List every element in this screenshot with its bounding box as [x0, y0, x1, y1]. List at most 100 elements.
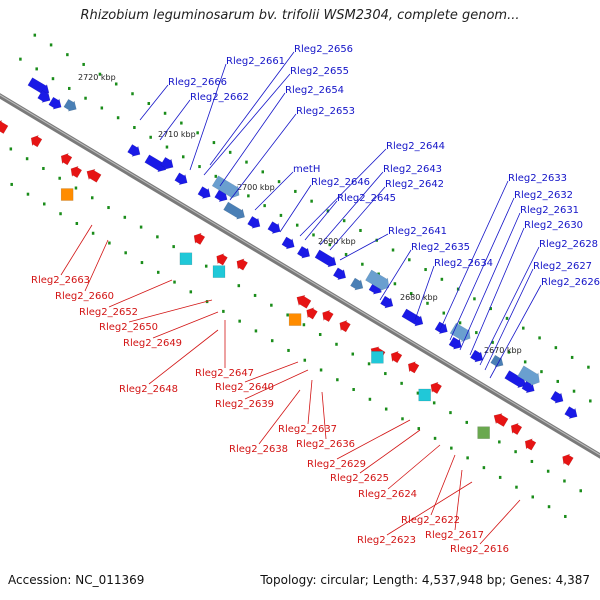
gc-marker — [51, 77, 55, 81]
leader-line — [479, 499, 521, 545]
forward-gene-arrow — [247, 215, 261, 229]
map-title: Rhizobium leguminosarum bv. trifolii WSM… — [80, 8, 520, 23]
gc-marker — [287, 348, 290, 352]
forward-gene-label: Rleg2_2642 — [385, 179, 444, 190]
reverse-gene-label: Rleg2_2649 — [123, 338, 182, 349]
forward-gene-label: Rleg2_2666 — [168, 77, 227, 88]
gc-marker — [393, 282, 397, 286]
gene-labels: Rleg2_2656Rleg2_2661Rleg2_2655Rleg2_2666… — [31, 44, 600, 555]
leader-line — [379, 249, 412, 301]
gc-marker — [253, 293, 257, 297]
reverse-gene-label: Rleg2_2625 — [330, 473, 389, 484]
forward-gene-arrow — [517, 365, 540, 387]
scale-tick-label: 2680 kbp — [400, 293, 438, 302]
forward-gene-arrow — [37, 90, 51, 103]
gc-marker — [222, 309, 225, 313]
leader-line — [307, 379, 313, 425]
gc-marker — [277, 180, 281, 184]
gc-marker — [140, 261, 144, 265]
gc-marker — [564, 514, 567, 518]
leader-line — [414, 265, 435, 321]
gc-marker — [401, 417, 404, 421]
leader-line — [387, 444, 441, 490]
gc-marker — [498, 475, 502, 479]
forward-gene-label: Rleg2_2656 — [294, 44, 353, 55]
forward-gene-label: Rleg2_2633 — [508, 173, 567, 184]
forward-gene-arrow — [296, 245, 311, 259]
forward-gene-arrow — [211, 175, 240, 199]
gc-marker — [556, 379, 559, 383]
accession-text: Accession: NC_011369 — [8, 573, 145, 587]
leader-line — [244, 369, 309, 400]
gc-marker — [540, 370, 543, 374]
reverse-gene-label: Rleg2_2623 — [357, 535, 416, 546]
forward-gene-label: Rleg2_2632 — [514, 190, 573, 201]
forward-gene-label: Rleg2_2634 — [434, 258, 493, 269]
gene-block — [288, 313, 302, 326]
leader-line — [139, 84, 169, 121]
gc-marker — [442, 311, 446, 315]
reverse-gene-arrow — [236, 258, 249, 271]
gc-marker — [424, 268, 427, 272]
leader-line — [489, 284, 542, 379]
reverse-gene-arrow — [306, 307, 318, 320]
gene-track — [0, 77, 578, 467]
backbone-line — [0, 93, 600, 459]
gc-marker — [91, 231, 95, 235]
gc-marker — [270, 303, 273, 307]
gc-marker — [408, 258, 411, 262]
forward-gene-arrow — [380, 295, 394, 309]
gc-marker — [547, 505, 551, 509]
reverse-gene-label: Rleg2_2663 — [31, 275, 90, 286]
gc-marker — [426, 301, 429, 305]
gc-marker — [75, 221, 79, 225]
gc-marker — [400, 381, 403, 385]
scale-tick-label: 2670 kbp — [484, 346, 522, 355]
gc-marker — [198, 165, 201, 169]
gc-marker — [19, 57, 22, 61]
leader-line — [203, 73, 291, 176]
reverse-gene-label: Rleg2_2652 — [79, 307, 138, 318]
gc-marker — [367, 362, 371, 366]
gene-block — [418, 388, 431, 402]
leader-line — [304, 200, 338, 241]
gc-marker — [238, 319, 241, 323]
gc-marker — [165, 145, 169, 149]
leader-line — [128, 299, 213, 323]
reverse-gene-label: Rleg2_2638 — [229, 444, 288, 455]
gc-marker — [391, 248, 395, 252]
gc-marker — [286, 313, 289, 317]
reverse-gene-label: Rleg2_2648 — [119, 384, 178, 395]
gc-marker — [361, 262, 364, 266]
gc-marker — [456, 287, 460, 291]
gc-marker — [35, 67, 38, 71]
gene-block — [179, 252, 193, 266]
gc-marker — [279, 213, 283, 217]
gc-marker — [270, 339, 274, 343]
reverse-gene-arrow — [524, 438, 537, 451]
reverse-gene-arrow — [86, 168, 102, 183]
reverse-gene-label: Rleg2_2617 — [425, 530, 484, 541]
gc-marker — [181, 155, 185, 159]
leader-line — [336, 419, 411, 460]
gc-marker — [310, 199, 313, 203]
reverse-gene-label: Rleg2_2622 — [401, 515, 460, 526]
leader-line — [459, 212, 521, 351]
reverse-gene-arrow — [390, 350, 403, 364]
gc-marker — [432, 401, 436, 405]
leader-line — [439, 180, 509, 331]
gc-marker — [417, 427, 421, 431]
gc-marker — [489, 307, 492, 311]
gc-marker — [589, 399, 592, 403]
leader-line — [279, 184, 312, 233]
reverse-gene-arrow — [339, 319, 351, 333]
gc-marker — [294, 189, 297, 193]
forward-gene-label: Rleg2_2661 — [226, 56, 285, 67]
forward-gene-arrow — [314, 249, 337, 268]
gc-marker — [572, 389, 576, 393]
leader-line — [449, 197, 515, 341]
gc-marker — [114, 82, 118, 86]
label-leader-lines — [60, 51, 542, 545]
gc-marker — [74, 186, 78, 190]
gc-marker — [416, 391, 420, 395]
